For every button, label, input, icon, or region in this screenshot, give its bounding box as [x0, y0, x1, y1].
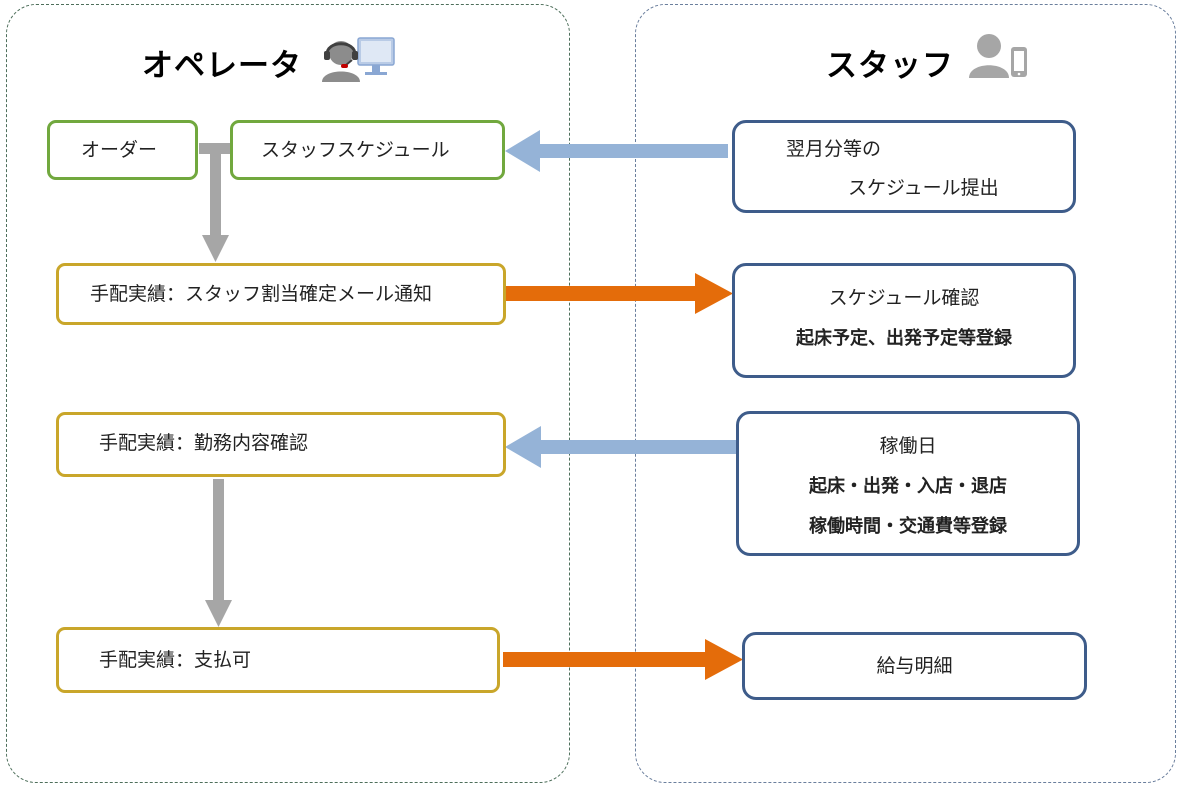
schedule-confirm-line2: 起床予定、出発予定等登録: [796, 328, 1012, 349]
staff-lane: [635, 4, 1176, 783]
operator-lane-title: オペレータ: [142, 48, 302, 84]
staff-lane-title: スタッフ: [826, 48, 954, 84]
assign-notify-label: 手配実績：スタッフ割当確定メール通知: [90, 282, 433, 305]
operator-headset-monitor-icon: [322, 37, 395, 82]
schedule-submit-line1: 翌月分等の: [786, 138, 882, 160]
arrow-workday-to-workcheck: [505, 426, 736, 468]
payable-box: 手配実績：支払可: [56, 627, 500, 693]
payslip-box: 給与明細: [742, 632, 1087, 700]
work-check-box: 手配実績：勤務内容確認: [56, 412, 506, 477]
workday-line2: 起床・出発・入店・退店: [809, 476, 1007, 497]
schedule-submit-box: 翌月分等の スケジュール提出: [732, 120, 1076, 213]
arrow-workcheck-to-payable: [205, 479, 232, 627]
arrow-payable-to-payslip: [503, 639, 743, 680]
arrow-schedule-to-assign: [199, 143, 232, 262]
staff-schedule-label: スタッフスケジュール: [261, 138, 450, 161]
arrow-notify-to-confirm: [506, 273, 733, 314]
payable-label: 手配実績：支払可: [99, 649, 252, 671]
payslip-label: 給与明細: [876, 654, 953, 677]
assign-notify-box: 手配実績：スタッフ割当確定メール通知: [56, 263, 506, 325]
workday-box: 稼働日 起床・出発・入店・退店 稼働時間・交通費等登録: [736, 411, 1080, 556]
work-check-label: 手配実績：勤務内容確認: [99, 432, 309, 454]
workday-line3: 稼働時間・交通費等登録: [809, 516, 1007, 537]
schedule-confirm-line1: スケジュール確認: [828, 287, 980, 309]
staff-smartphone-icon: [969, 34, 1027, 78]
order-label: オーダー: [81, 138, 158, 161]
workday-line1: 稼働日: [879, 435, 937, 457]
schedule-submit-line2: スケジュール提出: [848, 177, 999, 199]
order-box: オーダー: [47, 120, 198, 180]
staff-schedule-box: スタッフスケジュール: [230, 120, 505, 180]
arrow-submit-to-schedule: [505, 130, 728, 172]
schedule-confirm-box: スケジュール確認 起床予定、出発予定等登録: [732, 263, 1076, 378]
operator-lane: [6, 4, 570, 783]
